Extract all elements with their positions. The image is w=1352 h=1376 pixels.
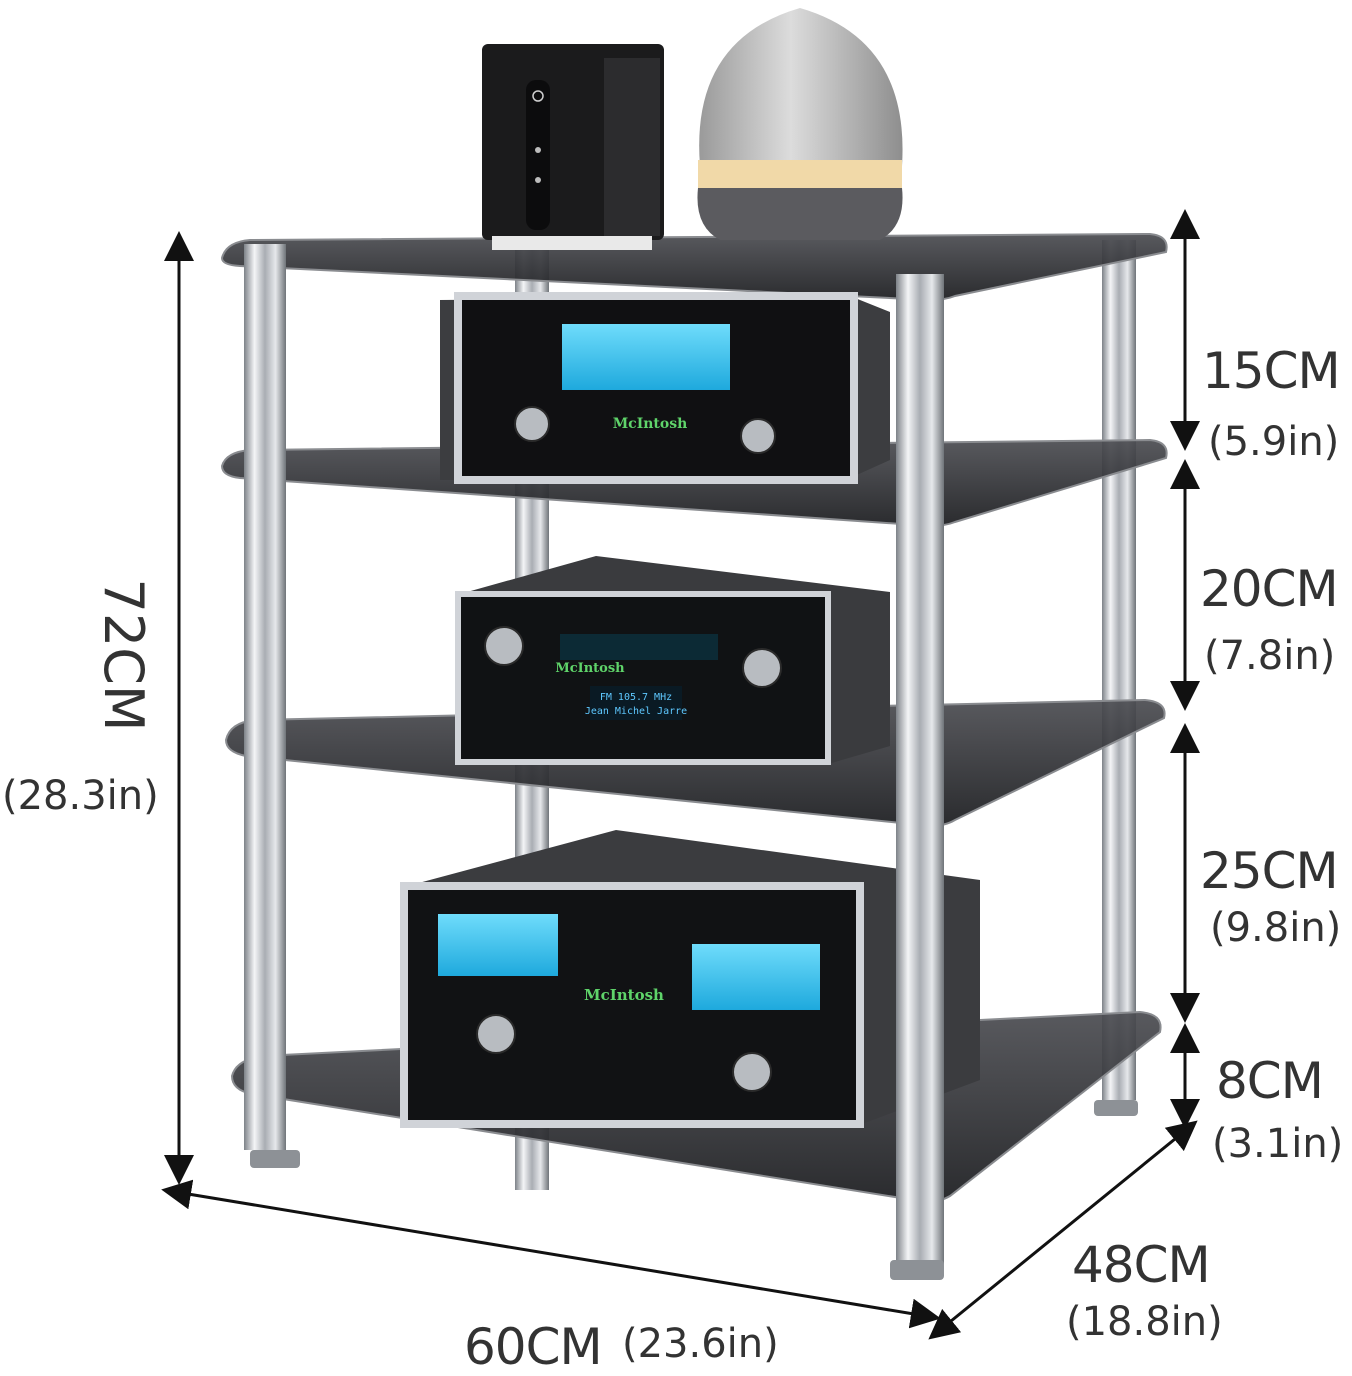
foot-left bbox=[250, 1150, 300, 1168]
width-in-label: (23.6in) bbox=[622, 1321, 779, 1367]
gap2-cm-label: 20CM bbox=[1200, 560, 1339, 618]
gap3-in-label: (9.8in) bbox=[1210, 905, 1342, 951]
mcintosh-power-amp: McIntosh bbox=[440, 292, 890, 484]
right-meter bbox=[692, 944, 820, 1010]
rack-post-front-right bbox=[896, 274, 944, 1274]
left-meter bbox=[438, 914, 558, 976]
jbl-speaker bbox=[482, 44, 664, 250]
amp-meter bbox=[562, 324, 730, 390]
rack-post-back-right bbox=[1102, 240, 1136, 1100]
height-in-label: (28.3in) bbox=[2, 773, 159, 819]
height-cm-label: 72CM bbox=[92, 578, 155, 732]
gap4-cm-label: 8CM bbox=[1216, 1052, 1324, 1110]
width-arrow bbox=[161, 1179, 941, 1329]
depth-cm-label: 48CM bbox=[1072, 1236, 1211, 1294]
gap1-cm-label: 15CM bbox=[1202, 342, 1341, 400]
depth-in-label: (18.8in) bbox=[1066, 1299, 1223, 1345]
controller-brand-text: McIntosh bbox=[584, 986, 664, 1004]
gap2-in-label: (7.8in) bbox=[1204, 633, 1336, 679]
tuner-display-line2: Jean Michel Jarre bbox=[585, 706, 687, 717]
width-cm-label: 60CM bbox=[464, 1318, 603, 1376]
glass-shelf-top bbox=[220, 232, 1168, 302]
foot-back-right bbox=[1094, 1100, 1138, 1116]
gap1-in-label: (5.9in) bbox=[1208, 419, 1340, 465]
grey-smart-speaker bbox=[697, 8, 903, 240]
amp-brand-text: McIntosh bbox=[613, 416, 688, 432]
tuner-display-line1: FM 105.7 MHz bbox=[600, 692, 672, 703]
foot-right-front bbox=[890, 1260, 944, 1280]
depth-arrow bbox=[928, 1120, 1198, 1340]
gap3-cm-label: 25CM bbox=[1200, 842, 1339, 900]
mcintosh-power-controller: McIntosh bbox=[400, 830, 980, 1128]
mcintosh-tuner: McIntosh FM 105.7 MHz Jean Michel Jarre bbox=[455, 556, 890, 765]
tuner-brand-text: McIntosh bbox=[555, 661, 625, 676]
gap4-in-label: (3.1in) bbox=[1212, 1121, 1344, 1167]
rack-post-front-left bbox=[244, 244, 286, 1150]
